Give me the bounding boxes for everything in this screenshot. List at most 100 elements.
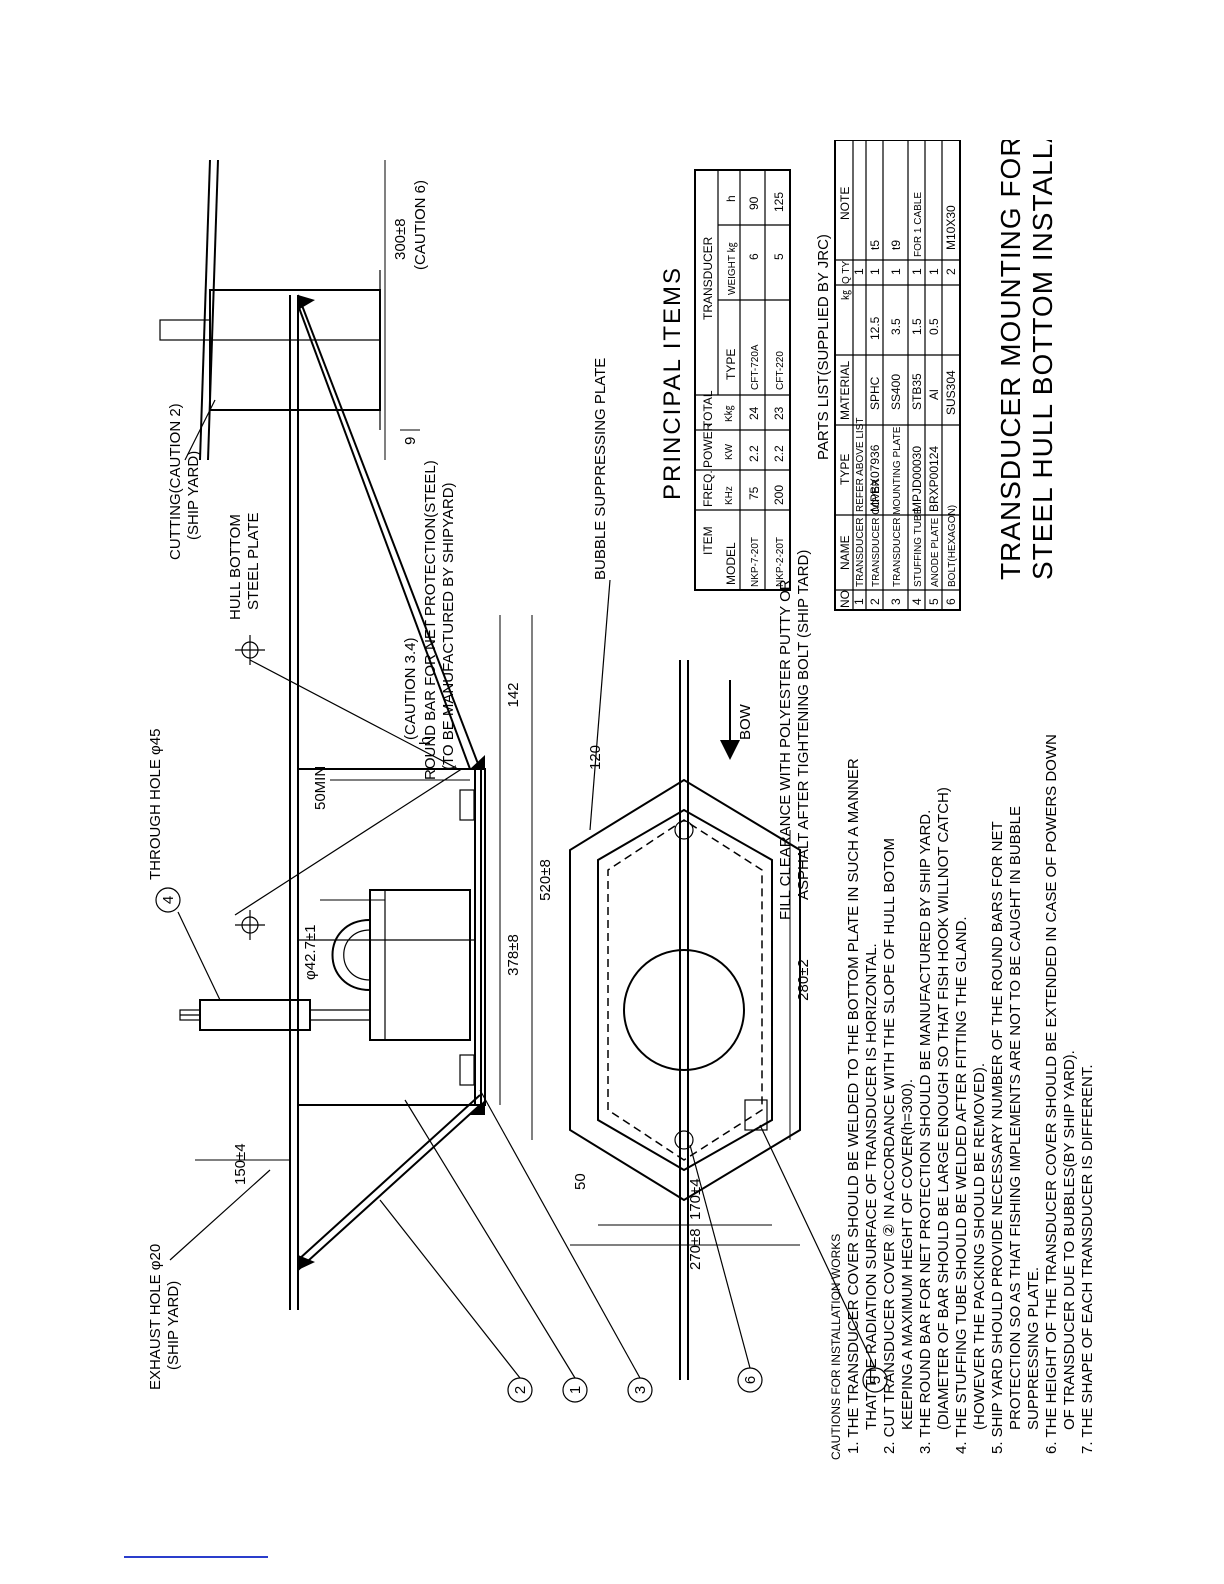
caution-line: 2. CUT TRANSDUCER COVER ② IN ACCORDANCE … — [881, 838, 898, 1454]
svg-text:1: 1 — [927, 268, 941, 275]
bolt-hole-1 — [674, 1130, 694, 1150]
svg-text:STUFFING TUBE: STUFFING TUBE — [913, 507, 924, 587]
label-cutting: CUTTING(CAUTION 2) — [167, 403, 184, 560]
round-bar-left-2 — [297, 1094, 481, 1261]
svg-text:MPJD00030: MPJD00030 — [910, 446, 924, 512]
th-power-unit: KW — [724, 443, 735, 460]
caution-line: OF TRANSDUCER DUE TO BUBBLES(BY SHIP YAR… — [1061, 1050, 1078, 1430]
parts-th-no: NO — [838, 590, 852, 608]
dim-150: 150±4 — [232, 1143, 249, 1185]
svg-text:TRANSDUCER: TRANSDUCER — [855, 518, 866, 587]
bubble-leader — [589, 579, 611, 831]
label-hull-bottom-1: HULL BOTTOM — [227, 514, 244, 620]
svg-text:SS400: SS400 — [889, 374, 903, 410]
svg-text:TRANSDUCER MOUNTING PLATE: TRANSDUCER MOUNTING PLATE — [892, 426, 903, 587]
label-exhaust-ship-yard: (SHIP YARD) — [165, 1281, 182, 1370]
th-power: POWER — [701, 422, 715, 468]
parts-th-name: NAME — [838, 535, 852, 570]
dim-378: 378±8 — [505, 934, 522, 976]
svg-text:4: 4 — [160, 896, 177, 904]
weld-mark-2 — [470, 1100, 485, 1115]
svg-text:2.2: 2.2 — [772, 445, 786, 462]
th-freq-unit: KHz — [724, 486, 735, 505]
th-total-unit: K㎏ — [723, 405, 735, 422]
caution-line: (HOWEVER THE PACKING SHOULD BE REMOVED). — [971, 1063, 988, 1430]
svg-text:NKP-2-20T: NKP-2-20T — [775, 537, 786, 587]
caution-line: 7. THE SHAPE OF EACH TRANSDUCER IS DIFFE… — [1079, 1064, 1096, 1454]
label-cutting-ship-yard: (SHIP YARD) — [185, 451, 202, 540]
parts-th-qty: Q TY — [841, 261, 852, 284]
svg-text:CFT-720A: CFT-720A — [750, 344, 761, 390]
round-bar-right — [297, 294, 481, 770]
dim-50: 50 — [572, 1173, 589, 1190]
cutting-view: 9 300±8 (CAUTION 6) CUTTING(CAUTION 2) (… — [159, 159, 429, 560]
svg-text:75: 75 — [747, 486, 761, 500]
parts-th-kg: ㎏ — [840, 290, 852, 300]
svg-text:1.5: 1.5 — [910, 318, 924, 335]
svg-text:Al: Al — [927, 389, 941, 400]
svg-text:125: 125 — [772, 192, 786, 212]
svg-text:ANODE PLATE: ANODE PLATE — [930, 517, 941, 587]
principal-table-frame — [694, 169, 791, 591]
label-hull-bottom-2: STEEL PLATE — [245, 512, 262, 610]
dim-270: 270±8 — [687, 1228, 704, 1270]
parts-list-table: PARTS LIST(SUPPLIED BY JRC) NO NAME TYPE… — [815, 140, 961, 611]
engineering-drawing: 378±8 520±8 142 150±4 φ42.7±1 50MIN h 4 … — [147, 140, 1096, 1460]
svg-text:6: 6 — [747, 253, 761, 260]
svg-text:1: 1 — [868, 268, 882, 275]
dim-280: 280±2 — [795, 959, 812, 1001]
label-round-bar: ROUND BAR FOR NET PROTECTION(STEEL) — [422, 460, 439, 780]
gland — [179, 1009, 201, 1021]
svg-text:6: 6 — [944, 598, 958, 605]
th-freq: FREQ. — [701, 470, 715, 507]
bow-arrow: BOW — [720, 680, 754, 760]
transducer-cover — [297, 768, 482, 1106]
callout-3: 3 — [479, 1089, 653, 1403]
parts-table-frame — [834, 140, 961, 611]
svg-text:5: 5 — [927, 598, 941, 605]
tube-cut — [159, 319, 211, 341]
svg-text:200: 200 — [772, 485, 786, 505]
parts-th-note: NOTE — [838, 187, 852, 220]
principal-row-1: NKP-7-20T 75 2.2 24 CFT-720A 6 90 — [747, 196, 761, 587]
svg-text:1: 1 — [910, 268, 924, 275]
caution-line: 3. THE ROUND BAR FOR NET PROTECTION SHOU… — [917, 810, 934, 1454]
svg-text:1: 1 — [852, 598, 866, 605]
principal-row-2: NKP-2-20T 200 2.2 23 CFT-220 5 125 — [772, 192, 786, 587]
th-model: MODEL — [724, 542, 738, 585]
principal-items-table: PRINCIPAL ITEMS ITEM MODEL FREQ. KHz POW… — [659, 169, 791, 591]
parts-row-5: 5 ANODE PLATE BRXP00124 Al 0.5 1 — [927, 268, 941, 605]
transducer-cover-bottom — [597, 808, 773, 1172]
callout-6: 6 — [689, 1144, 763, 1393]
parts-row-4: 4 STUFFING TUBE MPJD00030 STB35 1.5 1 FO… — [910, 192, 924, 605]
bolt-hole-2 — [674, 820, 694, 840]
parts-row-2: 2 TRANSDUCER COVER MPBX07936 SPHC 12.5 1… — [868, 240, 882, 605]
weld-mark-4 — [298, 295, 315, 310]
svg-text:23: 23 — [772, 406, 786, 420]
weld-mark-3 — [470, 755, 485, 769]
svg-text:5: 5 — [772, 253, 786, 260]
svg-text:1: 1 — [852, 268, 866, 275]
svg-text:3: 3 — [889, 598, 903, 605]
svg-text:2: 2 — [868, 598, 882, 605]
svg-text:2.2: 2.2 — [747, 445, 761, 462]
caution-line: (DIAMETER OF BAR SHOULD BE LARGE ENOUGH … — [935, 787, 952, 1430]
label-round-bar-2: (TO BE MANUFACTURED BY SHIPYARD) — [440, 482, 457, 770]
label-through-hole: THROUGH HOLE φ45 — [147, 729, 164, 880]
round-bar-right-2 — [297, 304, 471, 770]
svg-text:6: 6 — [742, 1376, 759, 1384]
svg-text:SPHC: SPHC — [868, 376, 882, 410]
cautions-section: CAUTIONS FOR INSTALLATION WORKS 1. THE T… — [829, 734, 1096, 1460]
svg-text:1: 1 — [567, 1386, 584, 1394]
svg-text:BOW: BOW — [737, 703, 754, 740]
label-caution-34: (CAUTION 3.4) — [402, 637, 419, 740]
svg-text:5: 5 — [867, 1376, 884, 1384]
th-item: ITEM — [701, 526, 715, 555]
svg-text:90: 90 — [747, 196, 761, 210]
round-bar-left — [297, 1104, 481, 1271]
label-fill-clearance: FILL CLEARANCE WITH POLYESTER PUTTY OR — [777, 579, 794, 920]
svg-text:3: 3 — [632, 1386, 649, 1394]
svg-text:12.5: 12.5 — [868, 316, 882, 340]
stuffing-tube — [199, 999, 311, 1031]
